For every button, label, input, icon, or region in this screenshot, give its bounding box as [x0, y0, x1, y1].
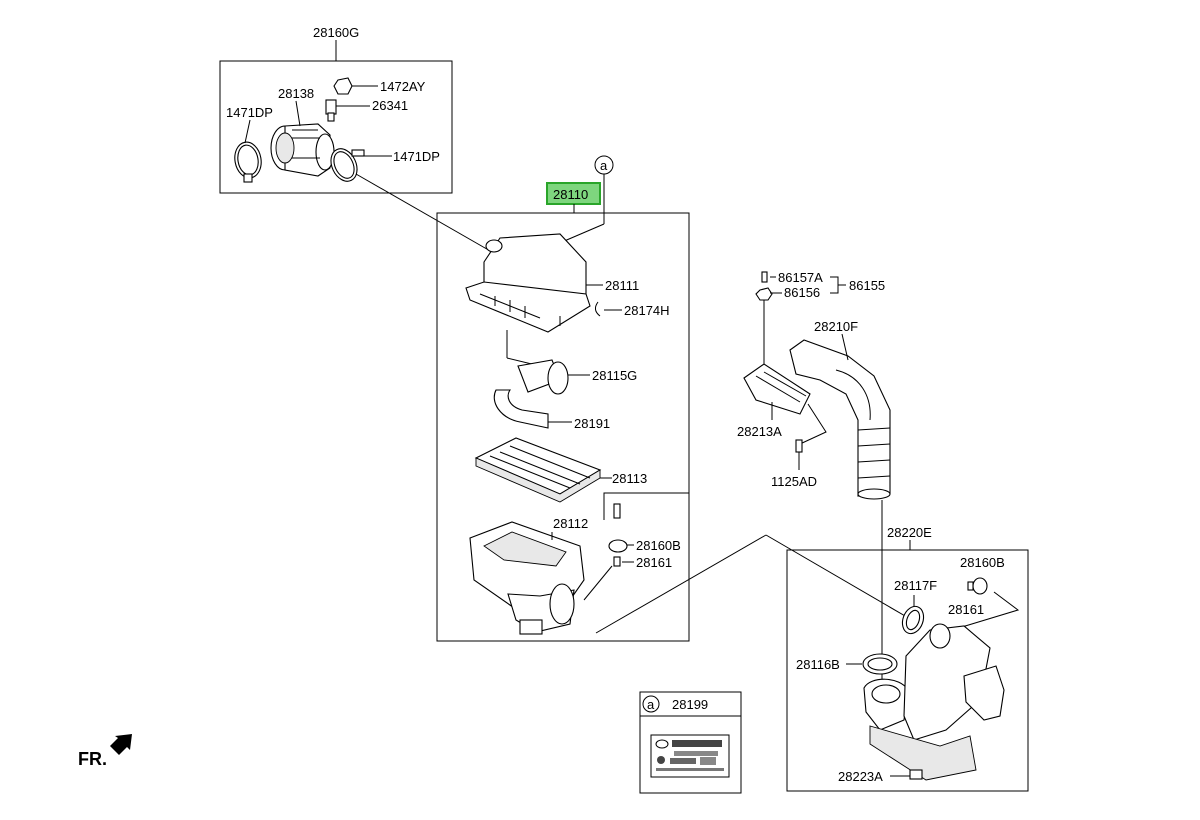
- label-1471DP-right: 1471DP: [393, 149, 440, 164]
- label-28116B: 28116B: [796, 657, 840, 672]
- clip-86157A[interactable]: [761, 271, 768, 283]
- label-28223A: 28223A: [838, 769, 883, 784]
- label-28213A: 28213A: [737, 424, 782, 439]
- hose-28191[interactable]: [493, 389, 549, 429]
- label-26341: 26341: [372, 98, 408, 113]
- label-28117F: 28117F: [894, 578, 937, 593]
- label-86155: 86155: [849, 278, 885, 293]
- pin-28161-right[interactable]: [967, 581, 974, 591]
- clip-28174H[interactable]: [594, 301, 601, 317]
- group-28210F: 86157A 86156 86155 28213A 1125AD 28210: [737, 270, 891, 500]
- grommet-28160B[interactable]: [608, 539, 628, 553]
- label-28110[interactable]: 28110: [553, 187, 588, 202]
- bolt-28112[interactable]: [613, 503, 621, 519]
- label-28160B-right: 28160B: [960, 555, 1005, 570]
- label-28115G: 28115G: [592, 368, 637, 383]
- label-28174H: 28174H: [624, 303, 670, 318]
- air-inlet-28213A[interactable]: [743, 363, 811, 415]
- label-28220E: 28220E: [887, 525, 932, 540]
- label-86157A: 86157A: [778, 270, 823, 285]
- label-28199: 28199: [672, 697, 708, 712]
- label-28113: 28113: [612, 471, 647, 486]
- group-28199: a 28199: [639, 691, 742, 794]
- label-1471DP-left: 1471DP: [226, 105, 273, 120]
- nut-86156[interactable]: [755, 287, 773, 301]
- callout-a-top: a: [600, 158, 608, 173]
- callout-a-box: a: [647, 697, 655, 712]
- label-28160B-mid: 28160B: [636, 538, 681, 553]
- grommet-28160B-right[interactable]: [972, 577, 988, 595]
- group-28220E: 28220E 28160B 28161 28117F 28116B 28223A: [786, 500, 1029, 792]
- label-1472AY: 1472AY: [380, 79, 426, 94]
- label-28112: 28112: [553, 516, 588, 531]
- air-filter-28113[interactable]: [474, 437, 602, 503]
- group-28160G: 28160G 1472AY 28138 26341 1471DP 1471DP: [219, 25, 453, 194]
- group-28110: 28110 a 28111 28174H: [436, 155, 690, 642]
- label-28111: 28111: [605, 278, 639, 293]
- air-cleaner-body-28112[interactable]: [469, 521, 585, 635]
- label-1125AD: 1125AD: [771, 474, 817, 489]
- duct-assembly-28220E[interactable]: [863, 623, 1005, 781]
- resonator-28115G[interactable]: [517, 359, 569, 395]
- arrow-icon: [110, 734, 132, 755]
- pin-28161[interactable]: [613, 556, 621, 567]
- sensor-26341[interactable]: [325, 99, 337, 115]
- bolt-1472AY[interactable]: [333, 77, 353, 95]
- bolt-1125AD[interactable]: [795, 439, 803, 453]
- label-28210F: 28210F: [814, 319, 858, 334]
- label-28138: 28138: [278, 86, 314, 101]
- label-28161-mid: 28161: [636, 555, 672, 570]
- label-28161-right: 28161: [948, 602, 984, 617]
- label-86156: 86156: [784, 285, 820, 300]
- label-sticker-28199[interactable]: [650, 734, 730, 778]
- front-direction-indicator: FR.: [78, 734, 132, 769]
- air-cleaner-cover[interactable]: [465, 233, 591, 333]
- label-28160G: 28160G: [313, 25, 359, 40]
- air-duct-28210F[interactable]: [789, 339, 891, 500]
- label-fr: FR.: [78, 749, 107, 769]
- air-flow-sensor[interactable]: [270, 123, 335, 177]
- label-28191: 28191: [574, 416, 610, 431]
